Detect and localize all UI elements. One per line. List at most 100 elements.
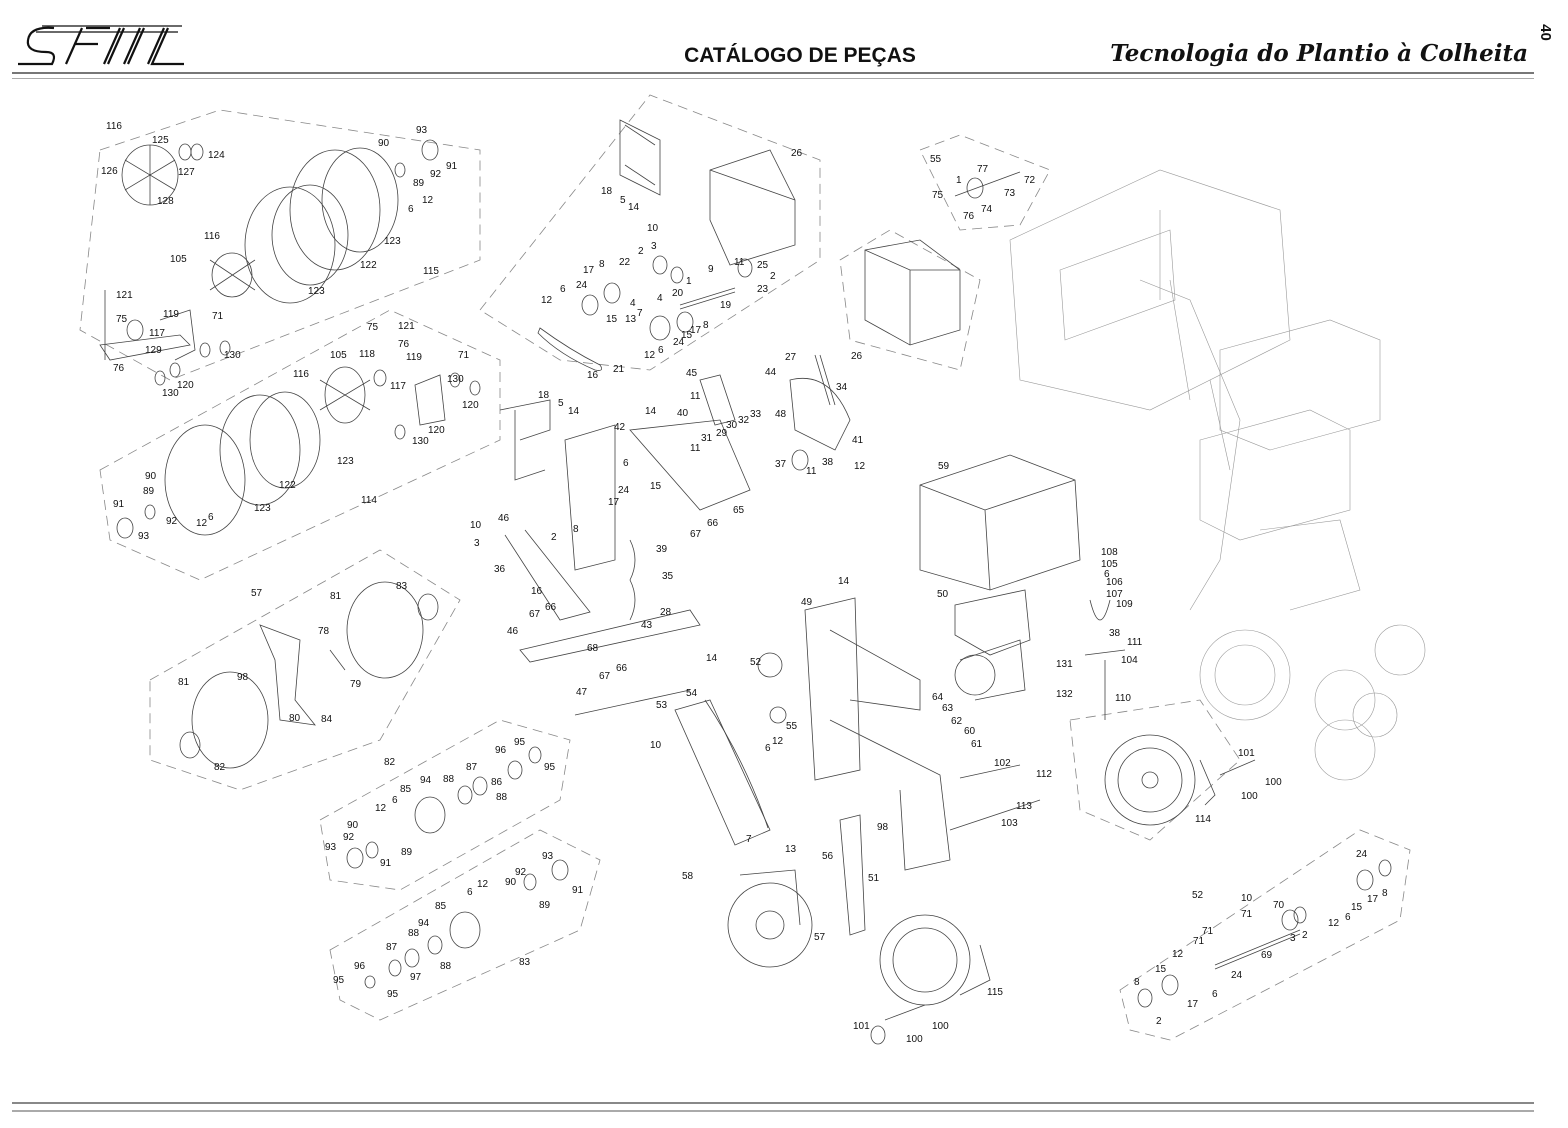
part-callout: 33 xyxy=(750,409,762,420)
part-callout: 2 xyxy=(1302,930,1308,941)
part-callout: 1 xyxy=(956,175,962,186)
part-callout: 55 xyxy=(786,721,798,732)
part-callout: 10 xyxy=(650,740,662,751)
part-callout: 93 xyxy=(416,125,428,136)
part-callout: 68 xyxy=(587,643,599,654)
part-callout: 12 xyxy=(772,736,784,747)
part-callout: 57 xyxy=(251,588,263,599)
part-callout: 76 xyxy=(398,339,410,350)
part-callout: 21 xyxy=(613,364,625,375)
part-callout: 24 xyxy=(576,280,588,291)
part-callout: 96 xyxy=(495,745,507,756)
part-callout: 10 xyxy=(470,520,482,531)
part-callout: 79 xyxy=(350,679,362,690)
part-callout: 62 xyxy=(951,716,963,727)
part-callout: 82 xyxy=(214,762,226,773)
part-callout: 106 xyxy=(1106,577,1123,588)
part-callout: 120 xyxy=(462,400,479,411)
part-callout: 76 xyxy=(963,211,975,222)
part-callout: 122 xyxy=(279,480,296,491)
footer-rule xyxy=(12,1102,1534,1112)
part-callout: 92 xyxy=(343,832,355,843)
part-callout: 29 xyxy=(716,428,728,439)
part-callout: 89 xyxy=(401,847,413,858)
part-callout: 75 xyxy=(367,322,379,333)
part-callout: 6 xyxy=(765,743,771,754)
part-callout: 119 xyxy=(163,309,179,320)
part-callout: 45 xyxy=(686,368,698,379)
part-callout: 16 xyxy=(587,370,599,381)
part-callout: 6 xyxy=(467,887,473,898)
part-callout: 78 xyxy=(318,626,330,637)
part-callout: 6 xyxy=(1345,912,1351,923)
part-callout: 6 xyxy=(560,284,566,295)
part-callout: 93 xyxy=(542,851,554,862)
part-callout: 95 xyxy=(387,989,399,1000)
part-callout: 71 xyxy=(212,311,224,322)
part-callout: 6 xyxy=(392,795,398,806)
part-callout: 111 xyxy=(1127,637,1143,648)
part-callout: 117 xyxy=(390,381,406,392)
part-callout: 55 xyxy=(930,154,942,165)
part-callout: 102 xyxy=(994,758,1011,769)
part-callout: 17 xyxy=(690,325,702,336)
part-callout: 91 xyxy=(380,858,392,869)
part-callout: 37 xyxy=(775,459,787,470)
part-callout: 23 xyxy=(757,284,769,295)
part-callout: 28 xyxy=(660,607,672,618)
part-callout: 75 xyxy=(932,190,944,201)
part-callout: 95 xyxy=(514,737,526,748)
part-callout: 84 xyxy=(321,714,333,725)
part-callout: 8 xyxy=(703,320,709,331)
part-callout: 41 xyxy=(852,435,864,446)
part-callout: 92 xyxy=(166,516,178,527)
part-callout: 50 xyxy=(937,589,949,600)
part-callout: 38 xyxy=(822,457,834,468)
part-callout: 88 xyxy=(496,792,508,803)
part-callout: 90 xyxy=(505,877,517,888)
part-callout: 131 xyxy=(1056,659,1073,670)
part-callout: 124 xyxy=(208,150,225,161)
part-callout: 39 xyxy=(656,544,668,555)
part-callout: 72 xyxy=(1024,175,1036,186)
part-callout: 6 xyxy=(1104,569,1110,580)
part-callout: 91 xyxy=(113,499,125,510)
sfil-logo xyxy=(18,25,184,66)
part-callout: 87 xyxy=(386,942,398,953)
part-callout: 117 xyxy=(149,328,165,339)
part-callout: 101 xyxy=(1238,748,1255,759)
tagline: Tecnologia do Plantio à Colheita xyxy=(1110,40,1528,67)
part-callout: 94 xyxy=(418,918,430,929)
part-callout: 87 xyxy=(466,762,478,773)
part-callout: 71 xyxy=(1202,926,1214,937)
part-callout: 105 xyxy=(1101,559,1118,570)
part-callout: 127 xyxy=(178,167,195,178)
part-callout: 56 xyxy=(822,851,834,862)
part-callout: 2 xyxy=(551,532,557,543)
part-callout: 71 xyxy=(1193,936,1205,947)
part-callout: 5 xyxy=(620,195,626,206)
part-callout: 3 xyxy=(651,241,657,252)
part-callout: 6 xyxy=(408,204,414,215)
part-callout: 8 xyxy=(1134,977,1140,988)
part-callout: 110 xyxy=(1115,693,1131,704)
part-callout: 17 xyxy=(1187,999,1199,1010)
part-callout: 14 xyxy=(645,406,657,417)
part-callout: 89 xyxy=(413,178,425,189)
part-callout: 12 xyxy=(1328,918,1340,929)
part-callout: 96 xyxy=(354,961,366,972)
part-callout: 120 xyxy=(177,380,194,391)
part-callout: 43 xyxy=(641,620,653,631)
part-callout: 120 xyxy=(428,425,445,436)
part-callout: 6 xyxy=(208,512,214,523)
part-callout: 104 xyxy=(1121,655,1138,666)
part-callout: 100 xyxy=(906,1034,923,1045)
part-callout: 15 xyxy=(1351,902,1363,913)
part-callout: 13 xyxy=(785,844,797,855)
part-callout: 94 xyxy=(420,775,432,786)
part-callout: 123 xyxy=(384,236,401,247)
part-callout: 6 xyxy=(1212,989,1218,1000)
part-callout: 14 xyxy=(568,406,580,417)
part-callout: 24 xyxy=(1231,970,1243,981)
